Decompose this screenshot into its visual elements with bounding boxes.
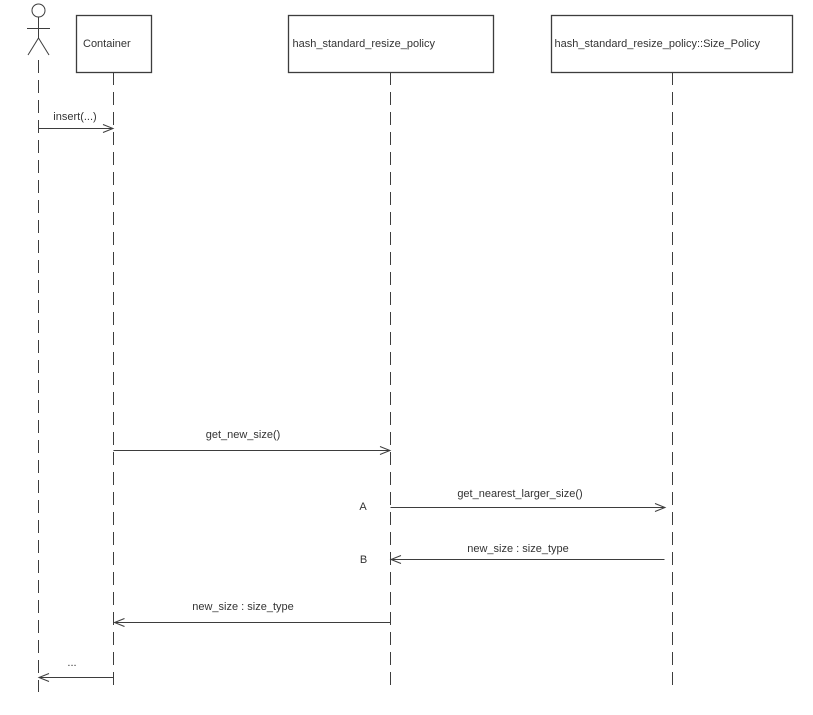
arrowhead-left-icon: [37, 673, 50, 682]
arrowhead-right-icon: [654, 503, 667, 512]
arrowhead-right-icon: [102, 124, 115, 133]
container-box: [75, 14, 153, 74]
actor-icon: [27, 3, 50, 56]
container-label: Container: [83, 38, 131, 50]
lifelines: [38, 60, 673, 692]
message-insert: insert(...): [38, 111, 115, 133]
message-new-size-return-2: new_size : size_type: [113, 601, 391, 627]
arrowhead-right-icon: [379, 446, 392, 455]
message-tag-a: A: [359, 501, 367, 513]
message-get-nearest-larger-size: A get_nearest_larger_size(): [359, 488, 667, 513]
message-new-size-return-1-label: new_size : size_type: [467, 543, 569, 555]
actor-left-leg: [27, 37, 39, 56]
message-new-size-return-1: B new_size : size_type: [360, 543, 665, 566]
actor-right-leg: [38, 37, 50, 56]
hash-standard-resize-policy-box: [287, 14, 495, 74]
hash-standard-resize-policy-label: hash_standard_resize_policy: [293, 38, 436, 50]
message-get-new-size: get_new_size(): [113, 429, 392, 455]
lifeline-head-size-policy: hash_standard_resize_policy::Size_Policy: [550, 14, 794, 74]
message-ellipsis-return: ...: [37, 657, 114, 682]
message-tag-b: B: [360, 554, 367, 566]
message-ellipsis-label: ...: [67, 657, 76, 669]
size-policy-label: hash_standard_resize_policy::Size_Policy: [555, 38, 761, 50]
lifeline-head-container: Container: [75, 14, 153, 74]
message-insert-label: insert(...): [53, 111, 96, 123]
arrowhead-left-icon: [389, 555, 402, 564]
lifeline-head-hash-standard-resize-policy: hash_standard_resize_policy: [287, 14, 495, 74]
message-get-new-size-label: get_new_size(): [206, 429, 281, 441]
message-get-nearest-larger-size-label: get_nearest_larger_size(): [457, 488, 582, 500]
actor-head: [31, 3, 46, 18]
arrowhead-left-icon: [113, 618, 125, 627]
message-new-size-return-2-label: new_size : size_type: [192, 601, 294, 613]
size-policy-box: [550, 14, 794, 74]
